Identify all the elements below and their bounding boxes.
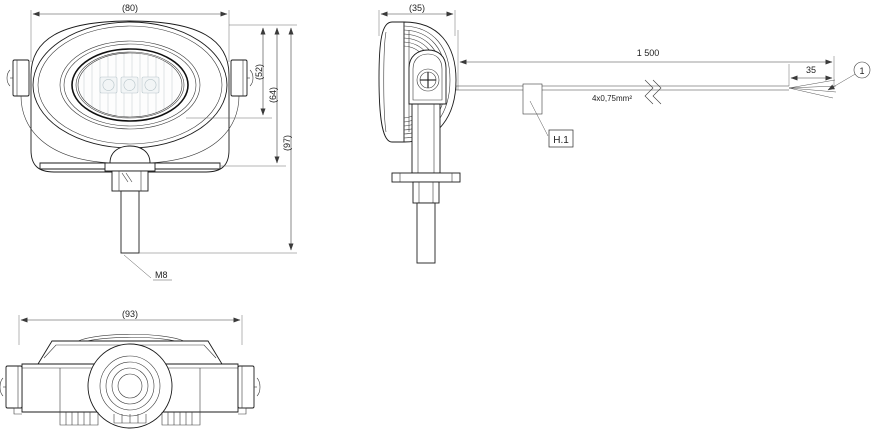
bottom-corner-tabs — [13, 407, 247, 415]
lens-assembly — [77, 52, 183, 118]
mounting-ear-left — [6, 59, 30, 97]
cable-length-dimension: 1 500 — [457, 30, 835, 90]
side-depth-dimension: (35) — [378, 3, 456, 36]
bottom-view: (93) — [0, 309, 261, 429]
bottom-ear-right — [237, 365, 261, 409]
bottom-width-label: (93) — [122, 309, 138, 319]
body-height-label: (64) — [268, 87, 278, 103]
front-vertical-dimensions: (52) (64) (97) — [139, 24, 297, 254]
housing-inner-ring — [37, 25, 223, 145]
m8-bolt-assembly — [104, 162, 156, 254]
balloon-number: 1 — [859, 66, 864, 76]
m8-label: M8 — [155, 270, 168, 280]
front-width-label: (80) — [122, 3, 138, 13]
bottom-center-boss — [87, 343, 173, 429]
balloon-callout-1: 1 — [827, 61, 871, 91]
bottom-fins-center — [113, 414, 147, 424]
led-emitter-3 — [141, 76, 160, 94]
front-view: (80) — [6, 3, 297, 281]
side-view: (35) — [378, 3, 461, 264]
cable-break-symbol — [644, 79, 662, 105]
overall-height-label: (97) — [282, 135, 292, 151]
bezel-ring-bold — [71, 48, 189, 122]
h1-label: H.1 — [553, 135, 569, 146]
mounting-bracket — [20, 95, 240, 170]
front-width-dimension: (80) — [30, 3, 230, 62]
bezel-ring-mid — [63, 43, 197, 127]
bottom-fins-right — [161, 412, 201, 426]
cable-length-label: 1 500 — [637, 48, 660, 58]
cable-spec-label: 4x0,75mm² — [592, 94, 632, 103]
led-emitter-2 — [120, 76, 139, 94]
cable-body — [455, 85, 789, 91]
pivot-screw — [408, 49, 447, 105]
cable-connector-block — [522, 83, 543, 115]
strip-length-label: 35 — [806, 65, 816, 75]
side-depth-label: (35) — [409, 3, 425, 13]
h1-callout: H.1 — [529, 100, 574, 148]
side-housing — [378, 21, 461, 264]
cable-assembly: 1 500 35 4x0,75mm² H.1 — [455, 30, 871, 148]
lens-height-label: (52) — [254, 64, 264, 80]
bezel-ring-outer — [59, 40, 201, 130]
bezel-ring-inner — [75, 51, 185, 119]
m8-thread-callout: M8 — [123, 254, 172, 281]
strip-length-dimension: 35 — [788, 64, 833, 86]
bottom-width-dimension: (93) — [18, 309, 243, 345]
bottom-fins-left — [59, 412, 99, 426]
led-emitter-1 — [99, 76, 118, 94]
